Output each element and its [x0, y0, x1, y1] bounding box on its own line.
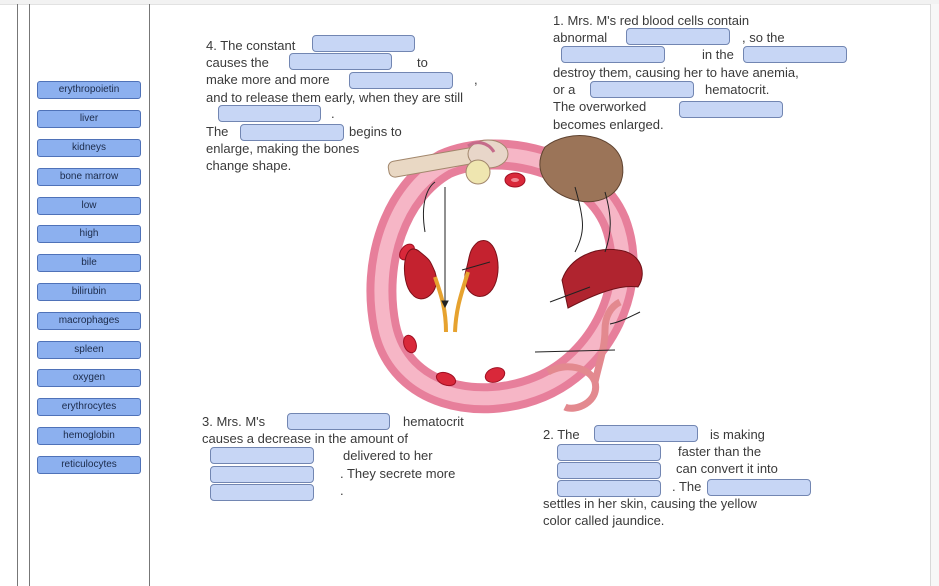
- q3-blank-amount[interactable]: [210, 447, 314, 464]
- q2-is-making: is making: [710, 427, 765, 442]
- q3-mrs: 3. Mrs. M's: [202, 414, 266, 429]
- liver-illustration: [561, 248, 643, 309]
- q2-the: 2. The: [543, 427, 580, 442]
- q4-to: to: [417, 55, 428, 70]
- q3-blank-secrete[interactable]: [210, 484, 314, 501]
- chip-liver[interactable]: liver: [37, 110, 141, 128]
- q1-blank-or-a[interactable]: [590, 81, 694, 98]
- spleen-illustration: [539, 135, 624, 203]
- q4-blank-make-more[interactable]: [349, 72, 453, 89]
- q2-dot-the: . The: [672, 479, 702, 494]
- q4-begins-to: begins to: [349, 124, 402, 139]
- q2-convert: can convert it into: [676, 461, 778, 476]
- q2-settles: settles in her skin, causing the yellow: [543, 496, 757, 511]
- q1-hematocrit: hematocrit.: [705, 82, 770, 97]
- chip-erythrocytes[interactable]: erythrocytes: [37, 398, 141, 416]
- q4-enlarge: enlarge, making the bones: [206, 141, 360, 156]
- q1-blank-in-the[interactable]: [743, 46, 847, 63]
- q3-hematocrit: hematocrit: [403, 414, 464, 429]
- q2-blank-the[interactable]: [594, 425, 698, 442]
- q2-faster: faster than the: [678, 444, 762, 459]
- q3-blank-delivered[interactable]: [210, 466, 314, 483]
- bone-illustration: [387, 139, 509, 185]
- q1-or-a: or a: [553, 82, 576, 97]
- q1-destroy: destroy them, causing her to have anemia…: [553, 65, 799, 80]
- q4-causes-the: causes the: [206, 55, 269, 70]
- chip-bone-marrow[interactable]: bone marrow: [37, 168, 141, 186]
- q3-period: .: [340, 483, 344, 498]
- q4-blank-causes[interactable]: [289, 53, 392, 70]
- q2-blank-settles[interactable]: [707, 479, 811, 496]
- circulation-diagram: [366, 135, 643, 414]
- q2-jaundice: color called jaundice.: [543, 513, 665, 528]
- chip-spleen[interactable]: spleen: [37, 341, 141, 359]
- q1-blank-so-the[interactable]: [561, 46, 665, 63]
- chip-low[interactable]: low: [37, 197, 141, 215]
- q4-blank-constant[interactable]: [312, 35, 415, 52]
- right-scroll-border: [930, 4, 939, 586]
- q1-blank-abnormal[interactable]: [626, 28, 730, 45]
- chip-bile[interactable]: bile: [37, 254, 141, 272]
- q1-in-the: in the: [702, 47, 734, 62]
- q2-blank-convert[interactable]: [557, 480, 661, 497]
- chip-bilirubin[interactable]: bilirubin: [37, 283, 141, 301]
- chip-macrophages[interactable]: macrophages: [37, 312, 141, 330]
- intestine-illustration: [546, 298, 622, 412]
- q1-blank-overworked[interactable]: [679, 101, 783, 118]
- q1-enlarged: becomes enlarged.: [553, 117, 664, 132]
- q4-comma: ,: [474, 72, 478, 87]
- q2-blank-faster[interactable]: [557, 462, 661, 479]
- q4-release: and to release them early, when they are…: [206, 90, 464, 105]
- q3-blank-hematocrit[interactable]: [287, 413, 390, 430]
- chip-hemoglobin[interactable]: hemoglobin: [37, 427, 141, 445]
- q3-secrete: . They secrete more: [340, 466, 456, 481]
- chip-high[interactable]: high: [37, 225, 141, 243]
- q4-change-shape: change shape.: [206, 158, 292, 173]
- top-border: [0, 0, 939, 5]
- q4-blank-begins[interactable]: [240, 124, 344, 141]
- q1-abnormal: abnormal: [553, 30, 608, 45]
- flow-arrows: [422, 181, 641, 353]
- q4-period: .: [331, 106, 335, 121]
- q2-blank-making[interactable]: [557, 444, 661, 461]
- q4-line1: 4. The constant: [206, 38, 296, 53]
- q1-overworked: The overworked: [553, 99, 647, 114]
- q3-delivered: delivered to her: [343, 448, 433, 463]
- chip-oxygen[interactable]: oxygen: [37, 369, 141, 387]
- kidneys-illustration: [403, 240, 499, 333]
- q4-make-more: make more and more: [206, 72, 330, 87]
- q4-the: The: [206, 124, 229, 139]
- word-bank-left-border: [29, 4, 30, 586]
- word-bank-right-border: [149, 4, 150, 586]
- chip-reticulocytes[interactable]: reticulocytes: [37, 456, 141, 474]
- q3-decrease: causes a decrease in the amount of: [202, 431, 408, 446]
- q4-blank-still[interactable]: [218, 105, 321, 122]
- chip-erythropoietin[interactable]: erythropoietin: [37, 81, 141, 99]
- q1-line1: 1. Mrs. M's red blood cells contain: [553, 13, 750, 28]
- q1-so-the: , so the: [742, 30, 785, 45]
- chip-kidneys[interactable]: kidneys: [37, 139, 141, 157]
- left-margin-line: [17, 4, 18, 586]
